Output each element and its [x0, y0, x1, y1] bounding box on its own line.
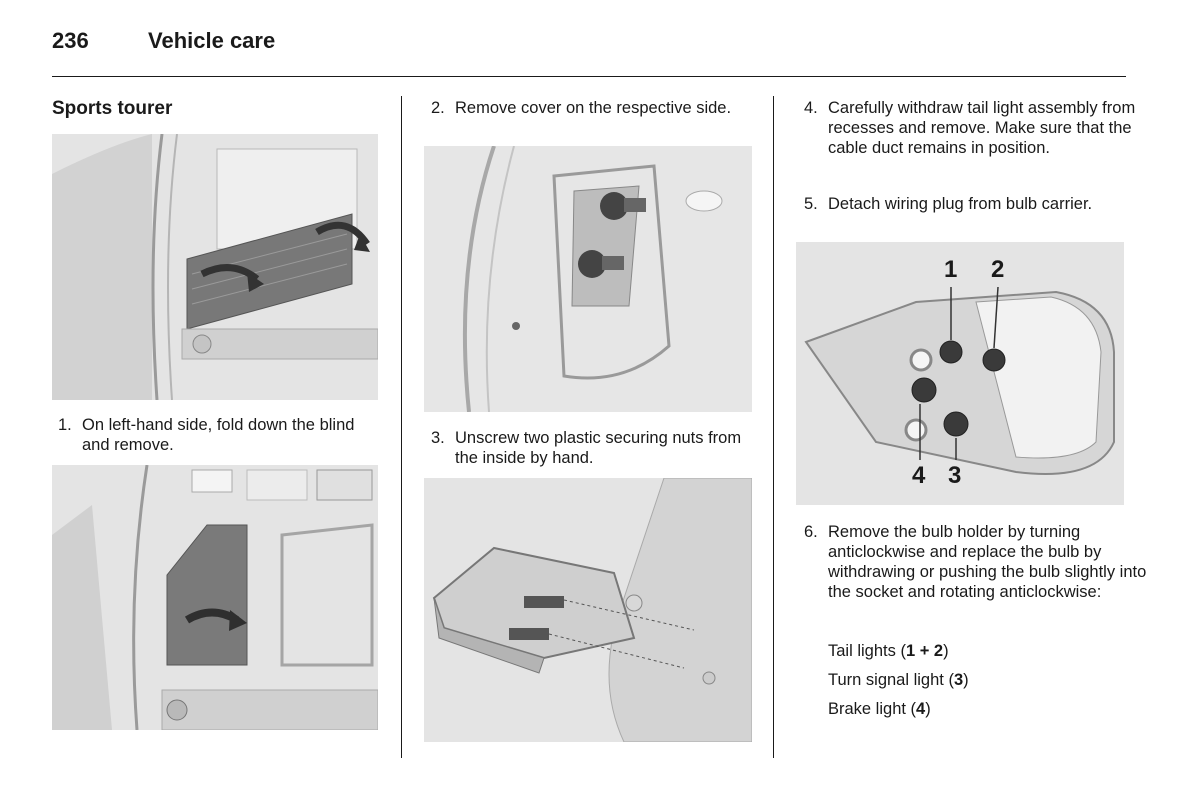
- subheading: Sports tourer: [52, 98, 173, 119]
- step-text: Remove cover on the respective side.: [455, 99, 732, 117]
- bulb-turn-signal: Turn signal light (3): [828, 670, 969, 690]
- callout-label-4: 4: [912, 462, 926, 489]
- step-number: 5.: [804, 195, 818, 213]
- illustration-tail-light-withdrawn: [424, 478, 752, 742]
- header-rule: [52, 76, 1126, 77]
- step-1: 1. On left-hand side, fold down the blin…: [58, 415, 382, 455]
- step-3: 3. Unscrew two plastic securing nuts fro…: [431, 428, 755, 468]
- page-header: 236 Vehicle care: [52, 28, 275, 54]
- callout-label-2: 2: [991, 256, 1005, 283]
- bulb-ref: 1 + 2: [905, 642, 944, 660]
- section-title: Vehicle care: [148, 28, 276, 53]
- step-4: 4. Carefully withdraw tail light assembl…: [804, 98, 1146, 158]
- step-text: On left-hand side, fold down the blind a…: [82, 416, 355, 454]
- bulb-end: ): [925, 700, 931, 718]
- step-number: 6.: [804, 523, 818, 541]
- step-5: 5. Detach wiring plug from bulb carrier.: [804, 194, 1128, 214]
- page-number: 236: [52, 28, 89, 53]
- step-text: Carefully withdraw tail light assembly f…: [828, 99, 1136, 157]
- step-2: 2. Remove cover on the respective side.: [431, 98, 755, 118]
- illustration-cover-removed: [424, 146, 752, 412]
- step-text: Unscrew two plastic securing nuts from t…: [455, 429, 742, 467]
- bulb-ref: 4: [916, 700, 926, 718]
- illustration-bulb-carrier: 1 2 4 3: [796, 242, 1124, 505]
- bulb-end: ): [943, 642, 949, 660]
- bulb-ref: 3: [953, 671, 964, 689]
- bulb-end: ): [963, 671, 969, 689]
- bulb-tail-lights: Tail lights (1 + 2): [828, 641, 949, 661]
- step-text: Remove the bulb holder by turning anticl…: [828, 523, 1147, 601]
- illustration-load-compartment-blind: [52, 134, 378, 400]
- column-divider-1: [401, 96, 402, 758]
- step-text: Detach wiring plug from bulb carrier.: [828, 195, 1093, 213]
- step-number: 4.: [804, 99, 818, 117]
- illustration-blind-folded: [52, 465, 378, 730]
- bulb-label: Turn signal light (: [828, 671, 954, 689]
- callout-label-1: 1: [944, 256, 958, 283]
- step-number: 2.: [431, 99, 445, 117]
- step-number: 3.: [431, 429, 445, 447]
- step-number: 1.: [58, 416, 72, 434]
- step-6: 6. Remove the bulb holder by turning ant…: [804, 522, 1148, 602]
- bulb-label: Brake light (: [828, 700, 917, 718]
- bulb-brake-light: Brake light (4): [828, 699, 931, 719]
- bulb-label: Tail lights (: [828, 642, 906, 660]
- column-divider-2: [773, 96, 774, 758]
- callout-label-3: 3: [948, 462, 962, 489]
